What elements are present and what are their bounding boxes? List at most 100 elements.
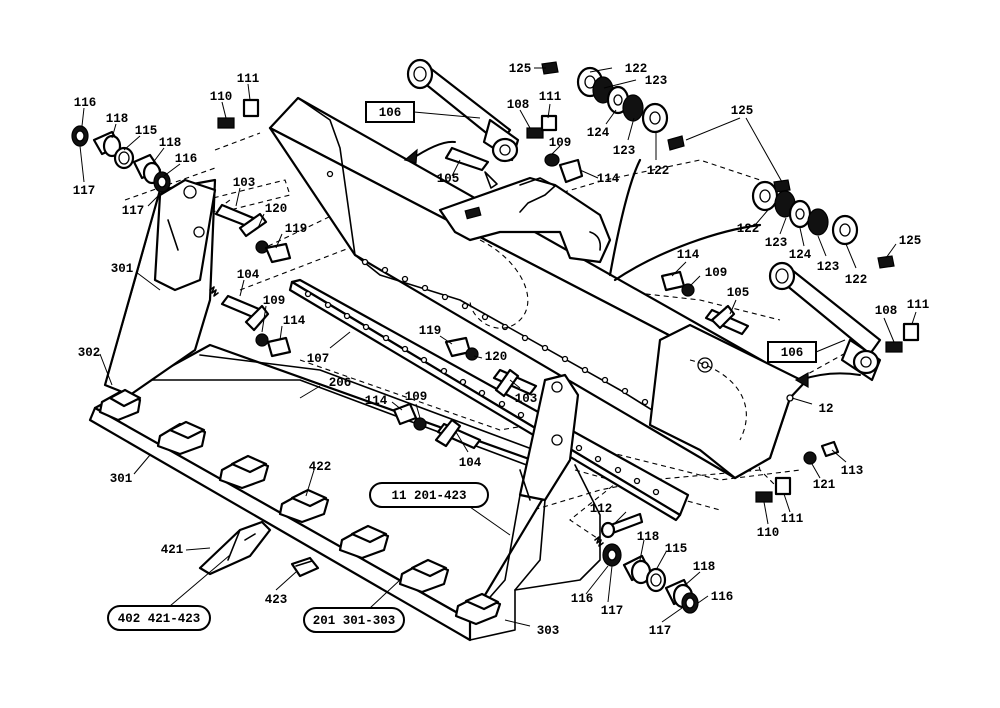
part-label: 120 <box>265 202 288 216</box>
right-bushing-stack <box>602 543 699 614</box>
part-label: 116 <box>711 590 734 604</box>
part-label: 111 <box>237 72 260 86</box>
callout-tags: 106 106 11 201-423 402 421-423 201 301-3… <box>107 101 861 633</box>
part-label: 124 <box>789 248 812 262</box>
part-label: 301 <box>111 262 134 276</box>
tooth-point-421 <box>198 520 272 576</box>
callout-11-text: 11 201-423 <box>391 489 466 503</box>
part-label: 123 <box>765 236 788 250</box>
part-label: 107 <box>307 352 330 366</box>
part-label: 118 <box>693 560 716 574</box>
part-number-labels: 111 110 116 118 115 118 116 117 117 103 … <box>73 62 930 638</box>
part-label: 115 <box>665 542 688 556</box>
part-label: 114 <box>597 172 620 186</box>
part-label: 103 <box>515 392 538 406</box>
cutting-edge-plate-107 <box>288 278 690 522</box>
callout-106-right: 106 <box>767 339 861 389</box>
part-label: 103 <box>233 176 256 190</box>
tooth-1 <box>98 388 142 422</box>
part-label: 124 <box>587 126 610 140</box>
part-label: 112 <box>590 502 613 516</box>
part-label: 122 <box>647 164 670 178</box>
bucket-teeth <box>98 388 502 626</box>
part-label: 116 <box>175 152 198 166</box>
part-label: 116 <box>74 96 97 110</box>
tooth-6 <box>398 558 450 594</box>
small-hardware <box>214 61 920 539</box>
part-label: 105 <box>437 172 460 186</box>
part-label: 125 <box>899 234 922 248</box>
beam-hole-row <box>361 258 729 450</box>
part-label: 115 <box>135 124 158 138</box>
left-bushing-stack <box>71 125 171 193</box>
hydraulic-cylinder-left <box>406 58 520 189</box>
callout-11-201-423: 11 201-423 <box>369 482 511 536</box>
part-label: 303 <box>537 624 560 638</box>
part-label: 114 <box>365 394 388 408</box>
tooth-5 <box>338 524 390 560</box>
part-label: 109 <box>549 136 572 150</box>
tooth-3 <box>218 454 270 490</box>
hydraulic-cylinder-right <box>768 261 882 382</box>
part-label: 119 <box>285 222 308 236</box>
part-label: 123 <box>645 74 668 88</box>
part-label: 125 <box>731 104 754 118</box>
part-label: 105 <box>727 286 750 300</box>
part-label: 111 <box>539 90 562 104</box>
part-label: 119 <box>419 324 442 338</box>
leader-lines <box>79 67 917 627</box>
part-label: 108 <box>875 304 898 318</box>
part-label: 109 <box>705 266 728 280</box>
part-label: 104 <box>237 268 260 282</box>
callout-106-top-text: 106 <box>379 106 402 120</box>
part-label: 118 <box>159 136 182 150</box>
bucket-back-frame <box>268 96 807 480</box>
part-label: 118 <box>637 530 660 544</box>
part-label: 117 <box>649 624 672 638</box>
callout-201-text: 201 301-303 <box>313 614 396 628</box>
tooth-7 <box>454 592 502 626</box>
callout-106-top: 106 <box>365 101 481 164</box>
callout-106-right-text: 106 <box>781 346 804 360</box>
part-label: 302 <box>78 346 101 360</box>
part-label: 104 <box>459 456 482 470</box>
part-label: 123 <box>817 260 840 274</box>
part-label: 108 <box>507 98 530 112</box>
part-label: 110 <box>757 526 780 540</box>
part-label: 109 <box>263 294 286 308</box>
bucket-body <box>88 178 604 642</box>
part-label: 120 <box>485 350 508 364</box>
callout-402-421-423: 402 421-423 <box>107 554 231 631</box>
washer-stack-top <box>576 66 669 134</box>
callout-402-text: 402 421-423 <box>118 612 201 626</box>
washer-stack-right <box>751 180 859 246</box>
part-label: 12 <box>818 402 833 416</box>
part-label: 118 <box>106 112 129 126</box>
tooth-2 <box>156 420 207 456</box>
part-label: 423 <box>265 593 288 607</box>
part-label: 121 <box>813 478 836 492</box>
part-label: 117 <box>122 204 145 218</box>
part-label: 422 <box>309 460 332 474</box>
part-label: 117 <box>601 604 624 618</box>
part-label: 109 <box>405 390 428 404</box>
part-label: 110 <box>210 90 233 104</box>
part-label: 116 <box>571 592 594 606</box>
part-label: 122 <box>845 273 868 287</box>
part-label: 421 <box>161 543 184 557</box>
part-label: 117 <box>73 184 96 198</box>
retainer-423 <box>290 556 320 578</box>
part-label: 122 <box>737 222 760 236</box>
callout-201-301-303: 201 301-303 <box>303 579 405 633</box>
part-label: 125 <box>509 62 532 76</box>
part-label: 111 <box>781 512 804 526</box>
part-label: 114 <box>677 248 700 262</box>
part-label: 111 <box>907 298 930 312</box>
part-label: 301 <box>110 472 133 486</box>
part-label: 114 <box>283 314 306 328</box>
part-label: 122 <box>625 62 648 76</box>
tooth-4-422 <box>278 488 330 524</box>
part-label: 113 <box>841 464 864 478</box>
part-label: 123 <box>613 144 636 158</box>
